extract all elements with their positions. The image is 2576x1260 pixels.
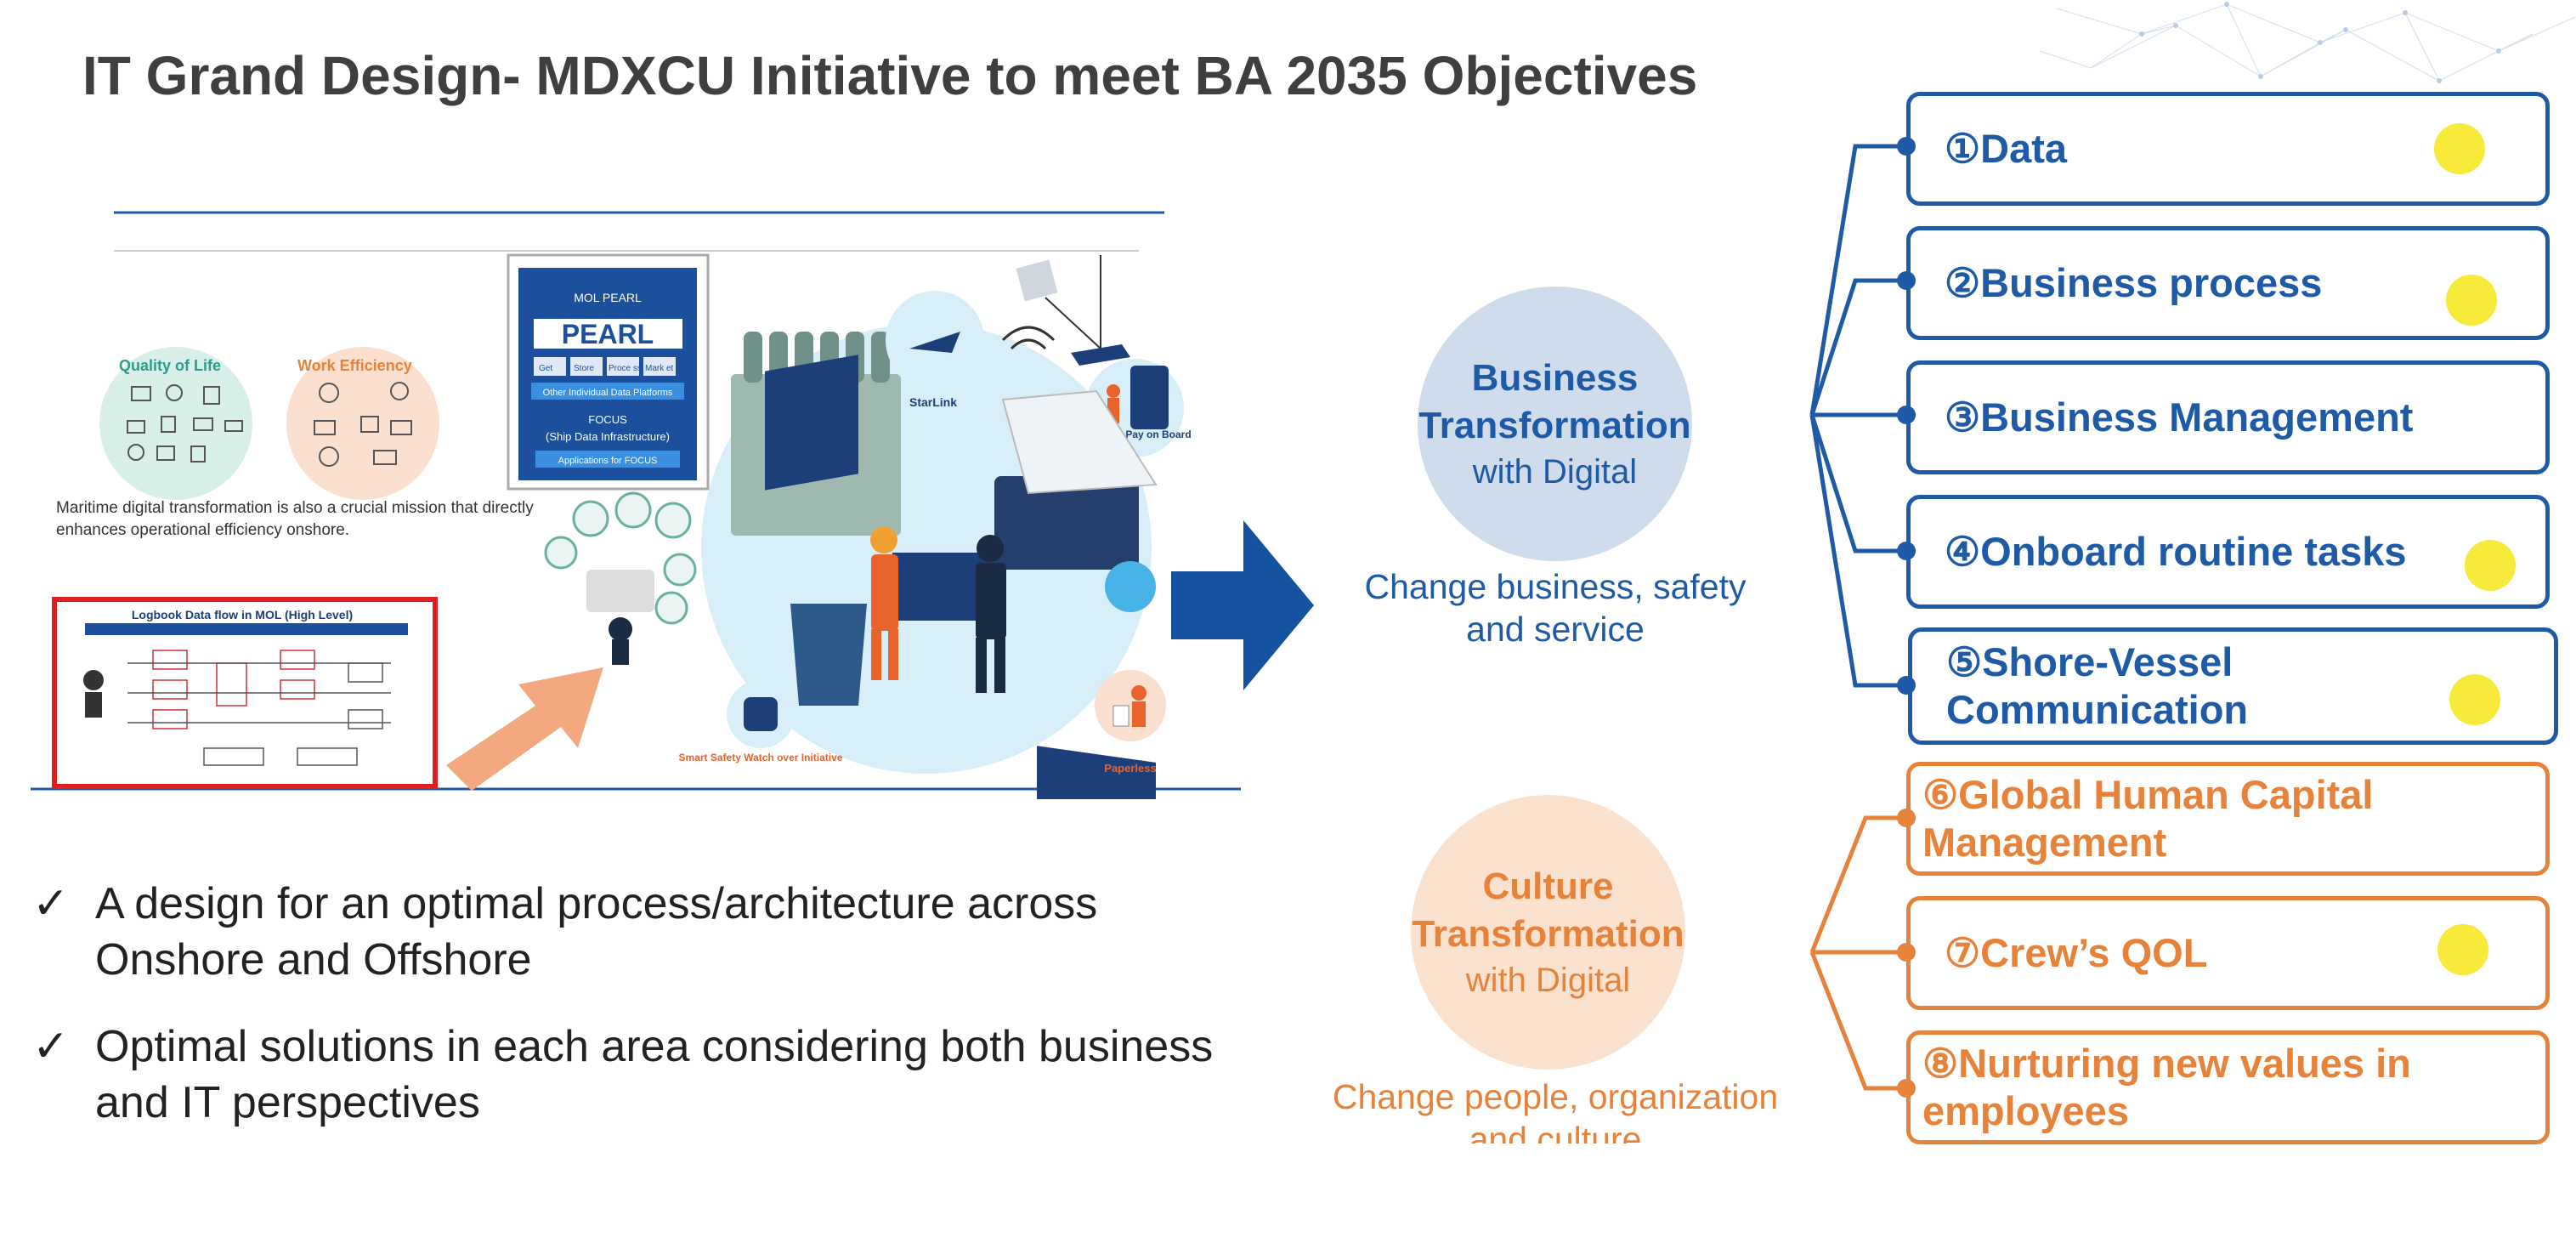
item-label: ③Business Management — [1945, 394, 2414, 440]
bullet-item: ✓ Optimal solutions in each area conside… — [32, 1019, 1239, 1131]
check-icon: ✓ — [32, 1022, 70, 1071]
business-subtitle: Change business, safety and service — [1364, 567, 1747, 649]
highlight-dot — [2434, 123, 2485, 174]
item-business-management[interactable]: ③Business Management — [1906, 360, 2550, 474]
item-shore-vessel-communication[interactable]: ⑤Shore-Vessel Communication — [1908, 627, 2558, 745]
culture-line2: Transformation — [1412, 912, 1684, 955]
svg-text:MOL PEARL: MOL PEARL — [574, 291, 642, 304]
bullet-list: ✓ A design for an optimal process/archit… — [32, 876, 1239, 1161]
highlight-dot — [2465, 540, 2516, 591]
network-decoration — [2040, 2, 2576, 83]
item-label: ⑧Nurturing new values in employees — [1922, 1041, 2411, 1133]
business-line3: with Digital — [1472, 452, 1638, 491]
item-label: ⑤Shore-Vessel Communication — [1946, 639, 2249, 732]
svg-text:Mark et: Mark et — [645, 364, 674, 373]
svg-text:Paperless: Paperless — [1104, 762, 1156, 775]
highlight-dot — [2437, 924, 2488, 975]
item-label: ⑦Crew’s QOL — [1945, 930, 2208, 975]
item-data[interactable]: ①Data — [1906, 92, 2550, 206]
culture-line3: with Digital — [1465, 961, 1631, 999]
item-global-human-capital[interactable]: ⑥Global Human Capital Management — [1906, 762, 2550, 876]
svg-text:Proce ssing: Proce ssing — [609, 364, 653, 373]
page-title: IT Grand Design- MDXCU Initiative to mee… — [82, 45, 1698, 106]
culture-line1: Culture — [1482, 865, 1614, 907]
business-transformation-circle: Business Transformation with Digital — [1418, 287, 1692, 561]
highlight-dot — [2449, 674, 2500, 725]
highlight-dot — [2446, 275, 2497, 326]
item-nurturing-new-values[interactable]: ⑧Nurturing new values in employees — [1906, 1030, 2550, 1144]
transform-arrow-icon — [1171, 520, 1314, 690]
business-line2: Transformation — [1418, 404, 1691, 446]
svg-text:Store: Store — [574, 364, 594, 373]
item-label: ②Business process — [1945, 260, 2323, 305]
culture-transformation-circle: Culture Transformation with Digital — [1411, 795, 1685, 1070]
item-business-process[interactable]: ②Business process — [1906, 226, 2550, 340]
svg-text:PEARL: PEARL — [562, 319, 654, 349]
work-efficiency-label: Work Efficiency — [297, 357, 412, 374]
bullet-text: A design for an optimal process/architec… — [95, 879, 1098, 985]
svg-text:FOCUS: FOCUS — [588, 413, 627, 426]
svg-text:Smart Safety Watch over Initia: Smart Safety Watch over Initiative — [679, 752, 843, 763]
bullet-item: ✓ A design for an optimal process/archit… — [32, 876, 1239, 988]
item-label: ④Onboard routine tasks — [1945, 529, 2407, 574]
svg-text:(Ship Data Infrastructure): (Ship Data Infrastructure) — [546, 430, 670, 443]
svg-text:Get: Get — [539, 364, 552, 373]
svg-text:Applications for FOCUS: Applications for FOCUS — [558, 456, 658, 466]
quality-of-life-label: Quality of Life — [119, 357, 221, 374]
item-onboard-routine-tasks[interactable]: ④Onboard routine tasks — [1906, 495, 2550, 609]
item-label: ⑥Global Human Capital Management — [1922, 772, 2374, 865]
culture-subtitle: Change people, organization and culture — [1332, 1077, 1779, 1144]
bullet-text: Optimal solutions in each area consideri… — [95, 1022, 1214, 1127]
item-label: ①Data — [1945, 126, 2068, 171]
illustration-graphic: Quality of Life Work Efficiency MOL PEAR… — [31, 211, 1241, 848]
svg-text:Logbook Data flow in MOL (High: Logbook Data flow in MOL (High Level) — [132, 608, 353, 621]
business-line1: Business — [1471, 356, 1639, 399]
svg-text:StarLink: StarLink — [909, 395, 957, 409]
illustration-panel: Quality of Life Work Efficiency MOL PEAR… — [25, 204, 1249, 848]
svg-text:Other Individual Data Platform: Other Individual Data Platforms — [543, 388, 673, 398]
check-icon: ✓ — [32, 879, 70, 928]
maritime-text: Maritime digital transformation is also … — [56, 499, 534, 539]
item-crews-qol[interactable]: ⑦Crew’s QOL — [1906, 896, 2550, 1010]
